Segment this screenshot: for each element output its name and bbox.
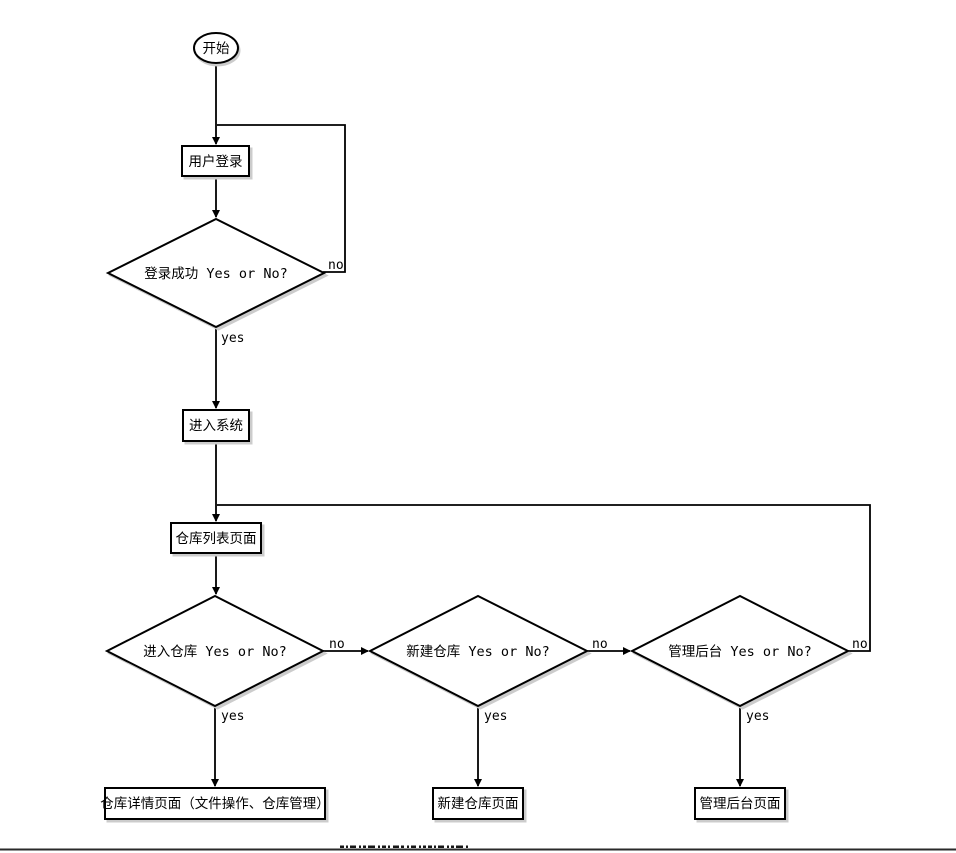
- edge-label-new-yes: yes: [484, 709, 507, 724]
- node-new-warehouse-decision: 新建仓库 Yes or No?: [367, 594, 590, 708]
- edge-label-enter-no: no: [329, 637, 345, 652]
- node-login-success-label: 登录成功 Yes or No?: [144, 266, 287, 282]
- edge-login-no-loop: [217, 124, 346, 273]
- nodes: 开始 用户登录 登录成功 Yes or No? 进入系统 仓库列表页面: [100, 32, 851, 820]
- edge-label-login-yes: yes: [221, 331, 244, 346]
- node-start-label: 开始: [203, 41, 230, 57]
- bottom-cutoff-fragment: [0, 845, 956, 851]
- connectors: [211, 63, 871, 787]
- node-user-login: 用户登录: [181, 145, 250, 177]
- node-admin-backend-decision: 管理后台 Yes or No?: [629, 594, 851, 708]
- node-admin-backend-page-label: 管理后台页面: [700, 796, 781, 812]
- node-login-success-decision: 登录成功 Yes or No?: [105, 217, 327, 329]
- bottom-divider-line: [0, 848, 956, 851]
- node-warehouse-list: 仓库列表页面: [170, 522, 262, 554]
- edge-label-login-no: no: [328, 258, 344, 273]
- node-admin-backend-page: 管理后台页面: [694, 787, 786, 820]
- node-user-login-label: 用户登录: [189, 153, 243, 170]
- node-new-warehouse-label: 新建仓库 Yes or No?: [406, 644, 549, 660]
- node-start: 开始: [193, 32, 239, 64]
- node-warehouse-detail: 仓库详情页面（文件操作、仓库管理）: [100, 787, 330, 820]
- node-new-warehouse-page-label: 新建仓库页面: [438, 796, 519, 812]
- edge-admin-no-loop: [217, 504, 871, 652]
- edge-label-admin-no: no: [852, 637, 868, 652]
- node-enter-system: 进入系统: [182, 409, 250, 442]
- edge-label-admin-yes: yes: [746, 709, 769, 724]
- edge-label-enter-yes: yes: [221, 709, 244, 724]
- node-admin-backend-label: 管理后台 Yes or No?: [668, 644, 811, 660]
- edge-labels: no yes no yes no yes no yes: [221, 258, 868, 724]
- node-warehouse-list-label: 仓库列表页面: [176, 531, 257, 547]
- node-warehouse-detail-label: 仓库详情页面（文件操作、仓库管理）: [100, 796, 330, 812]
- node-new-warehouse-page: 新建仓库页面: [432, 787, 524, 820]
- node-enter-warehouse-label: 进入仓库 Yes or No?: [143, 644, 286, 660]
- node-enter-warehouse-decision: 进入仓库 Yes or No?: [104, 594, 326, 708]
- node-enter-system-label: 进入系统: [189, 418, 243, 434]
- edge-label-new-no: no: [592, 637, 608, 652]
